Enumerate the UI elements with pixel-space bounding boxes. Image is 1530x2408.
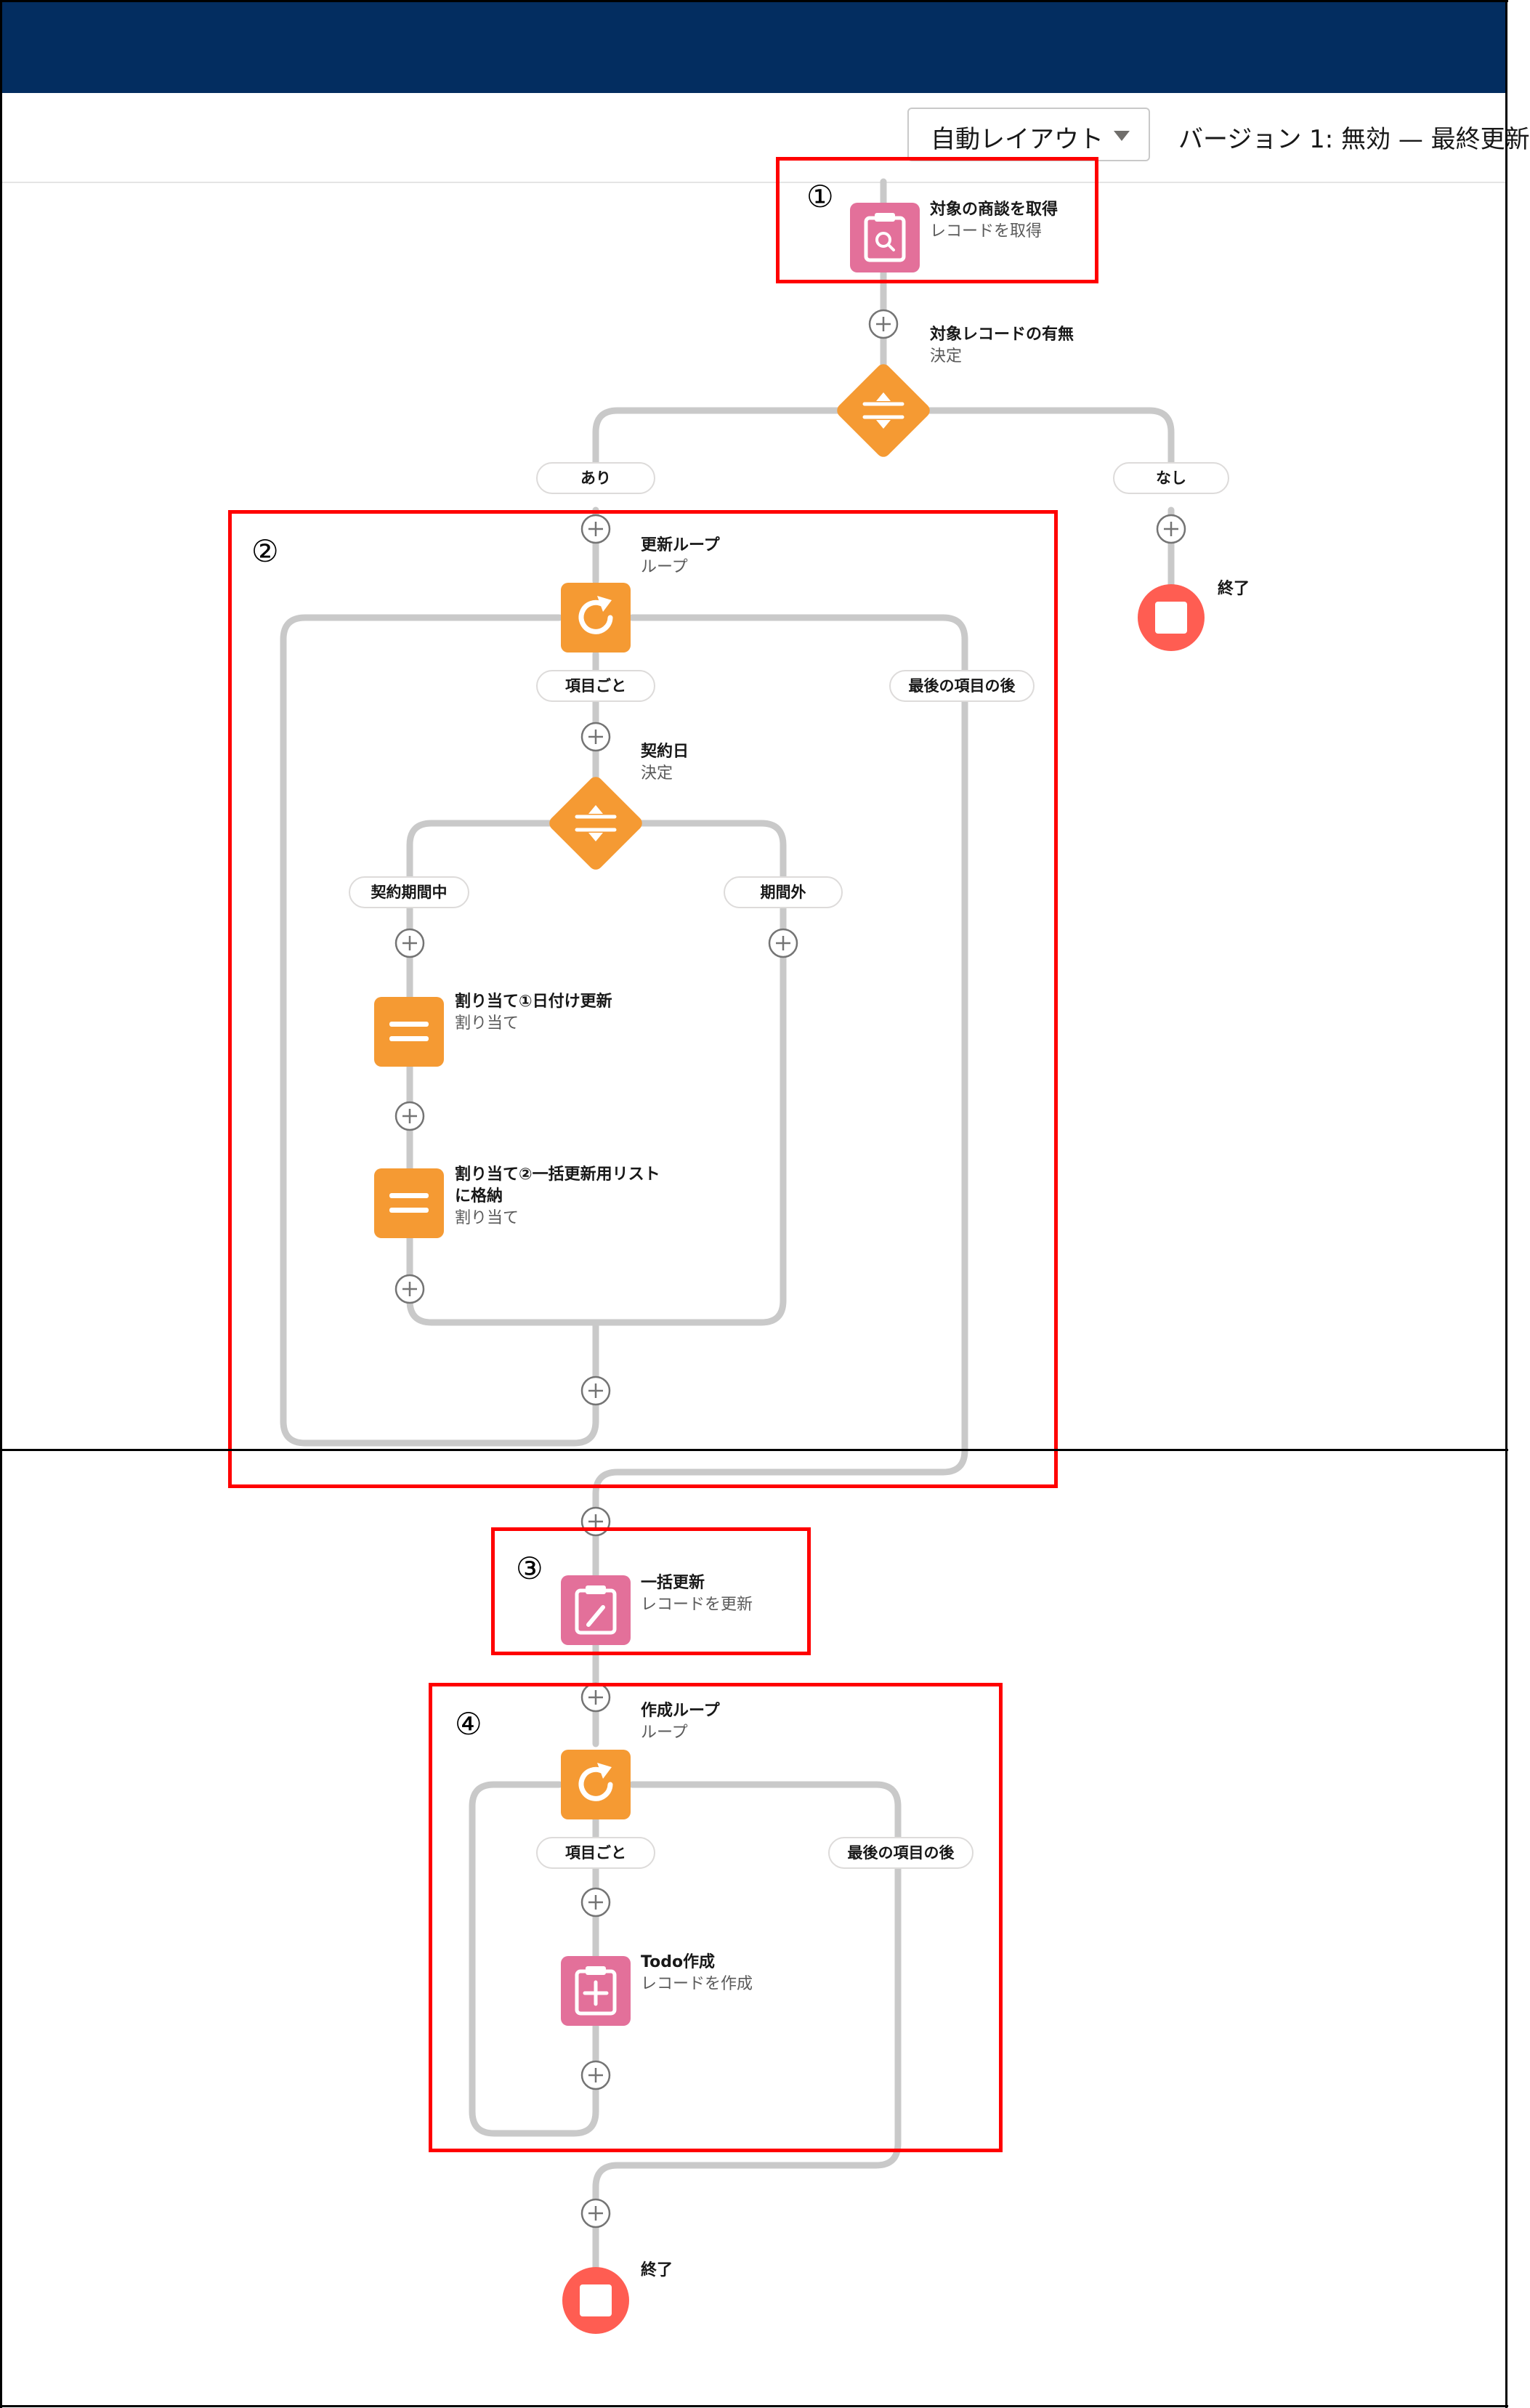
node-title: 作成ループ: [641, 1702, 720, 1720]
node-title: Todo作成: [641, 1953, 716, 1971]
end-final-label: 終了: [641, 2260, 673, 2282]
branch-label-after-last[interactable]: 最後の項目の後: [889, 670, 1035, 702]
node-subtitle: 決定: [930, 347, 963, 365]
bulk-update-label: 一括更新 レコードを更新: [641, 1572, 753, 1616]
node-title: 割り当て②一括更新用リスト: [455, 1165, 660, 1184]
decision-records-label: 対象レコードの有無 決定: [930, 324, 1074, 368]
branch-label-yes[interactable]: あり: [536, 462, 655, 494]
node-title: 対象レコードの有無: [930, 326, 1074, 344]
highlight-box-1: [776, 157, 1098, 283]
version-info: バージョン 1: 無効 — 最終更新: [1178, 125, 1530, 154]
add-element-button[interactable]: [580, 2197, 612, 2229]
frame-border-left: [0, 0, 2, 2408]
decision-contract-label: 契約日 決定: [641, 741, 689, 785]
add-element-button[interactable]: [394, 927, 426, 959]
add-element-button[interactable]: [394, 1100, 426, 1132]
add-element-button[interactable]: [767, 927, 799, 959]
node-title-line2: に格納: [455, 1187, 503, 1205]
branch-label-each-item[interactable]: 項目ごと: [536, 670, 655, 702]
marker-1: ①: [806, 179, 834, 214]
branch-label-out-period[interactable]: 期間外: [724, 876, 843, 908]
frame-border-bottom: [0, 2405, 1508, 2407]
node-title: 契約日: [641, 743, 689, 761]
layout-select[interactable]: 自動レイアウト: [907, 108, 1150, 161]
assignment-2-label: 割り当て②一括更新用リスト に格納 割り当て: [455, 1164, 660, 1229]
node-title: 割り当て①日付け更新: [455, 993, 612, 1011]
end-node-none[interactable]: [1138, 584, 1205, 651]
node-subtitle: 割り当て: [455, 1014, 519, 1033]
branch-label-each-item[interactable]: 項目ごと: [536, 1837, 655, 1869]
frame-border-right: [1505, 0, 1507, 2408]
chevron-down-icon: [1114, 131, 1130, 141]
add-element-button[interactable]: [580, 721, 612, 753]
decision-contract-shape: [549, 777, 642, 870]
highlight-box-2: [228, 510, 1058, 1488]
node-subtitle: レコードを作成: [641, 1975, 753, 1993]
marker-4: ④: [455, 1706, 482, 1742]
update-loop-label: 更新ループ ループ: [641, 535, 720, 578]
node-title: 一括更新: [641, 1574, 705, 1592]
add-element-button[interactable]: [1155, 513, 1187, 545]
node-title: 終了: [1218, 580, 1250, 598]
end-node-final[interactable]: [562, 2267, 629, 2334]
node-title: 対象の商談を取得: [930, 201, 1059, 219]
marker-3: ③: [516, 1551, 543, 1586]
node-title: 更新ループ: [641, 536, 720, 554]
node-subtitle: レコードを取得: [930, 222, 1043, 241]
branch-label-after-last[interactable]: 最後の項目の後: [828, 1837, 974, 1869]
add-element-button[interactable]: [867, 308, 899, 340]
node-title: 終了: [641, 2261, 673, 2279]
end-none-label: 終了: [1218, 578, 1250, 600]
builder-toolbar: [1, 93, 1505, 183]
app-header: [1, 1, 1505, 93]
add-element-button[interactable]: [580, 2059, 612, 2091]
get-records-label: 対象の商談を取得 レコードを取得: [930, 199, 1058, 243]
create-loop-label: 作成ループ ループ: [641, 1700, 720, 1744]
assignment-1-label: 割り当て①日付け更新 割り当て: [455, 991, 612, 1035]
marker-2: ②: [251, 533, 279, 569]
decision-records-shape: [837, 364, 930, 457]
node-subtitle: 割り当て: [455, 1209, 519, 1227]
node-subtitle: ループ: [641, 1724, 688, 1742]
node-subtitle: レコードを更新: [641, 1596, 753, 1614]
branch-label-in-period[interactable]: 契約期間中: [349, 876, 469, 908]
add-element-button[interactable]: [394, 1273, 426, 1305]
add-element-button[interactable]: [580, 513, 612, 545]
frame-divider: [0, 1449, 1508, 1451]
todo-create-label: Todo作成 レコードを作成: [641, 1952, 753, 1995]
highlight-box-3: [491, 1527, 811, 1655]
node-subtitle: ループ: [641, 558, 688, 576]
add-element-button[interactable]: [580, 1375, 612, 1407]
decision-records-node[interactable]: [849, 376, 918, 445]
frame-border-top: [0, 0, 1508, 2]
highlight-box-4: [429, 1683, 1003, 2152]
add-element-button[interactable]: [580, 1886, 612, 1918]
add-element-button[interactable]: [580, 1681, 612, 1713]
branch-label-no[interactable]: なし: [1113, 462, 1229, 494]
layout-select-value: 自動レイアウト: [931, 125, 1104, 154]
node-subtitle: 決定: [641, 764, 673, 783]
